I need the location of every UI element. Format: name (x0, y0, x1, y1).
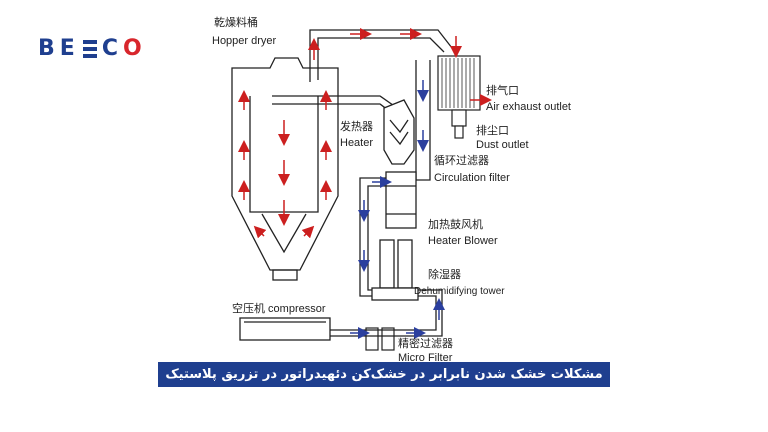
dehumidifying-tower-en-label: Dehumidifying tower (414, 286, 505, 297)
caption-banner: مشکلات خشک شدن نابرابر در خشک‌کن دئهیدرا… (158, 362, 610, 387)
return-loop (359, 177, 386, 297)
right-duct (415, 60, 431, 181)
air-line (330, 289, 443, 337)
hopper-dryer-cn-label: 乾燥料桶 (214, 15, 258, 29)
return-air-arrows (350, 80, 445, 339)
logo-s-bars (82, 40, 97, 58)
air-exhaust-filter (437, 55, 481, 139)
heater-blower-en-label: Heater Blower (428, 235, 498, 247)
heater-unit (383, 99, 415, 165)
logo-letter-b: B (38, 36, 58, 61)
dust-outlet-cn-label: 排尘口 (476, 123, 509, 137)
hot-air-arrows (238, 28, 492, 239)
heater-blower-unit (385, 171, 417, 229)
logo-letter-o: O (122, 36, 145, 61)
micro-filter-unit (365, 327, 395, 351)
heater-cn-label: 发热器 (340, 119, 373, 133)
heater-en-label: Heater (340, 137, 373, 149)
logo-letter-e: E (59, 36, 78, 61)
logo-letter-c: C (101, 36, 121, 61)
dehumidifying-tower-cn-label: 除湿器 (428, 267, 461, 281)
heater-blower-cn-label: 加热鼓风机 (428, 217, 483, 231)
micro-filter-cn-label: 精密过滤器 (398, 336, 453, 350)
compressor-label: 空压机 compressor (232, 301, 326, 315)
hopper-dryer-en-label: Hopper dryer (212, 35, 277, 47)
micro-filter-en-label: Micro Filter (398, 352, 453, 364)
air-exhaust-cn-label: 排气口 (486, 83, 519, 97)
dust-outlet-en-label: Dust outlet (476, 139, 529, 151)
hopper-dryer (231, 57, 401, 281)
compressor-unit (239, 317, 331, 341)
top-duct (309, 29, 453, 82)
circulation-filter-cn-label: 循环过滤器 (434, 154, 489, 167)
brand-logo: B E C O (38, 36, 145, 62)
dehumidifying-tower-unit (371, 239, 419, 301)
circulation-filter-en-label: Circulation filter (434, 172, 510, 184)
air-exhaust-en-label: Air exhaust outlet (486, 101, 571, 113)
